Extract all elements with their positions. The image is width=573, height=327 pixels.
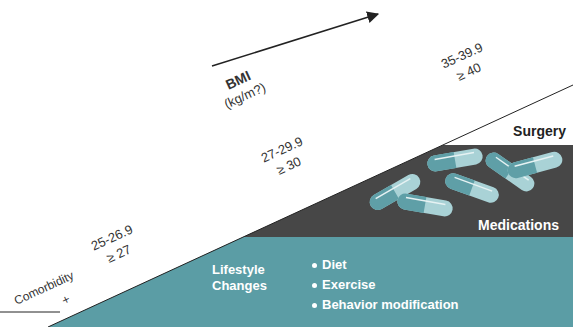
- bullet-item: Diet: [310, 257, 347, 273]
- bullet-item: Behavior modification: [310, 297, 459, 313]
- node-label: Medications: [478, 217, 559, 233]
- node-label: Lifestyle Changes: [212, 262, 286, 294]
- band-fill: [243, 145, 573, 237]
- bullet-item: Exercise: [310, 277, 376, 293]
- band-fill: [48, 237, 573, 327]
- baseline: [0, 312, 60, 313]
- node-label: Surgery: [513, 123, 566, 139]
- comorbidity-label: +: [59, 291, 73, 309]
- diagonal-line: [48, 85, 573, 327]
- surgery-region: Surgery: [508, 123, 570, 141]
- bmi-arrow: [212, 14, 378, 66]
